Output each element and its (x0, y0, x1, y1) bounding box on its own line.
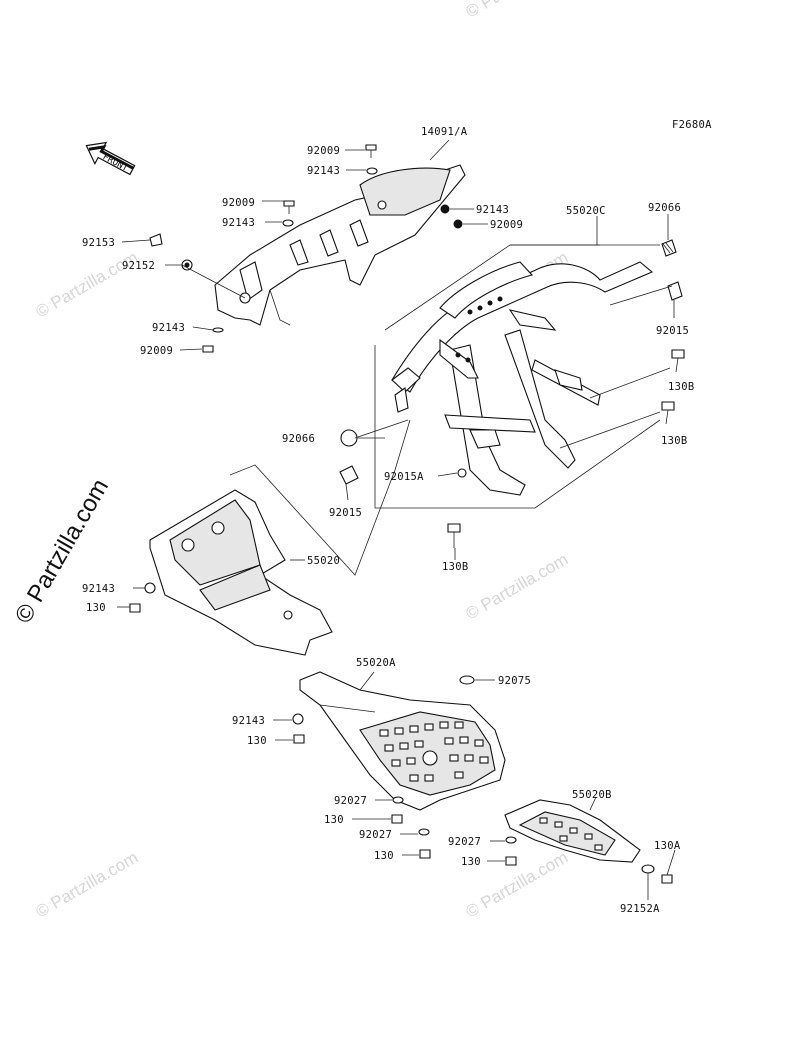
label-92143[interactable]: 92143 (82, 583, 115, 595)
label-130a[interactable]: 130A (654, 840, 681, 852)
label-92075[interactable]: 92075 (498, 675, 531, 687)
guard-55020 (149, 419, 411, 656)
label-55020[interactable]: 55020 (307, 555, 340, 567)
label-130[interactable]: 130 (461, 856, 481, 868)
label-92027[interactable]: 92027 (448, 836, 481, 848)
skid-plate-55020a (299, 671, 506, 811)
label-92143[interactable]: 92143 (476, 204, 509, 216)
plate-55020b (504, 799, 641, 863)
label-92027[interactable]: 92027 (334, 795, 367, 807)
leader-lines (117, 139, 676, 900)
label-130[interactable]: 130 (374, 850, 394, 862)
label-92066[interactable]: 92066 (282, 433, 315, 445)
fasteners (129, 144, 685, 884)
label-14091a[interactable]: 14091/A (421, 126, 468, 138)
label-92152a[interactable]: 92152A (620, 903, 660, 915)
cover-14091a (214, 164, 466, 326)
label-92015a[interactable]: 92015A (384, 471, 424, 483)
label-92143[interactable]: 92143 (222, 217, 255, 229)
part-labels: 14091/A 92009 92143 92009 92143 92153 92… (82, 126, 695, 915)
label-55020c[interactable]: 55020C (566, 205, 606, 217)
label-130b[interactable]: 130B (668, 381, 695, 393)
watermark: © Partzilla.com (33, 248, 142, 322)
watermark: © Partzilla.com (463, 550, 572, 624)
skid-holes (379, 721, 489, 782)
label-130[interactable]: 130 (247, 735, 267, 747)
label-92143[interactable]: 92143 (307, 165, 340, 177)
label-92015[interactable]: 92015 (656, 325, 689, 337)
label-55020a[interactable]: 55020A (356, 657, 396, 669)
label-55020b[interactable]: 55020B (572, 789, 612, 801)
label-92143[interactable]: 92143 (232, 715, 265, 727)
label-130[interactable]: 130 (324, 814, 344, 826)
label-130b[interactable]: 130B (661, 435, 688, 447)
figure-code: F2680A (672, 119, 712, 131)
label-92009[interactable]: 92009 (490, 219, 523, 231)
label-92009[interactable]: 92009 (307, 145, 340, 157)
label-92153[interactable]: 92153 (82, 237, 115, 249)
frame-bracket-55020c (374, 244, 661, 509)
label-92009[interactable]: 92009 (140, 345, 173, 357)
label-130b[interactable]: 130B (442, 561, 469, 573)
front-arrow-icon: FRONT (85, 141, 136, 176)
label-130[interactable]: 130 (86, 602, 106, 614)
label-92152[interactable]: 92152 (122, 260, 155, 272)
watermark: © Partzilla.com (463, 0, 572, 21)
label-92009[interactable]: 92009 (222, 197, 255, 209)
label-92066[interactable]: 92066 (648, 202, 681, 214)
label-92143[interactable]: 92143 (152, 322, 185, 334)
label-92015[interactable]: 92015 (329, 507, 362, 519)
watermark: © Partzilla.com (33, 848, 142, 922)
label-92027[interactable]: 92027 (359, 829, 392, 841)
